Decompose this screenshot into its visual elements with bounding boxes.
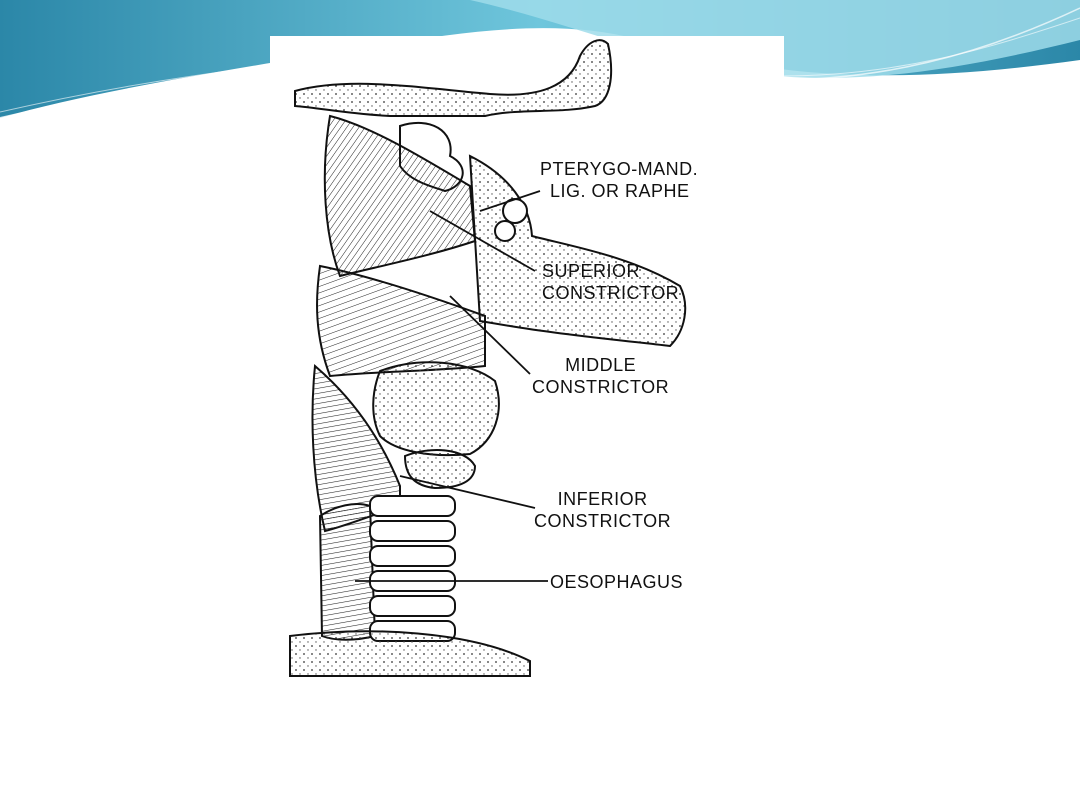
label-pterygo-mandibular-raphe: PTERYGO-MAND. LIG. OR RAPHE (540, 158, 698, 202)
label-inferior-constrictor: INFERIOR CONSTRICTOR (534, 488, 671, 532)
label-line: MIDDLE (565, 355, 637, 375)
label-line: CONSTRICTOR (542, 283, 680, 303)
label-line: INFERIOR (557, 489, 648, 509)
label-superior-constrictor: SUPERIOR CONSTRICTOR (542, 260, 679, 304)
label-line: LIG. OR RAPHE (550, 181, 690, 201)
label-middle-constrictor: MIDDLE CONSTRICTOR (532, 354, 669, 398)
label-line: OESOPHAGUS (550, 572, 684, 592)
label-line: PTERYGO-MAND. (540, 159, 699, 179)
label-oesophagus: OESOPHAGUS (550, 571, 683, 593)
pharynx-constrictors-figure: PTERYGO-MAND. LIG. OR RAPHE SUPERIOR CON… (270, 36, 784, 686)
anatomy-drawing (289, 39, 687, 677)
label-line: SUPERIOR (542, 261, 641, 281)
label-line: CONSTRICTOR (532, 377, 670, 397)
label-line: CONSTRICTOR (534, 511, 672, 531)
